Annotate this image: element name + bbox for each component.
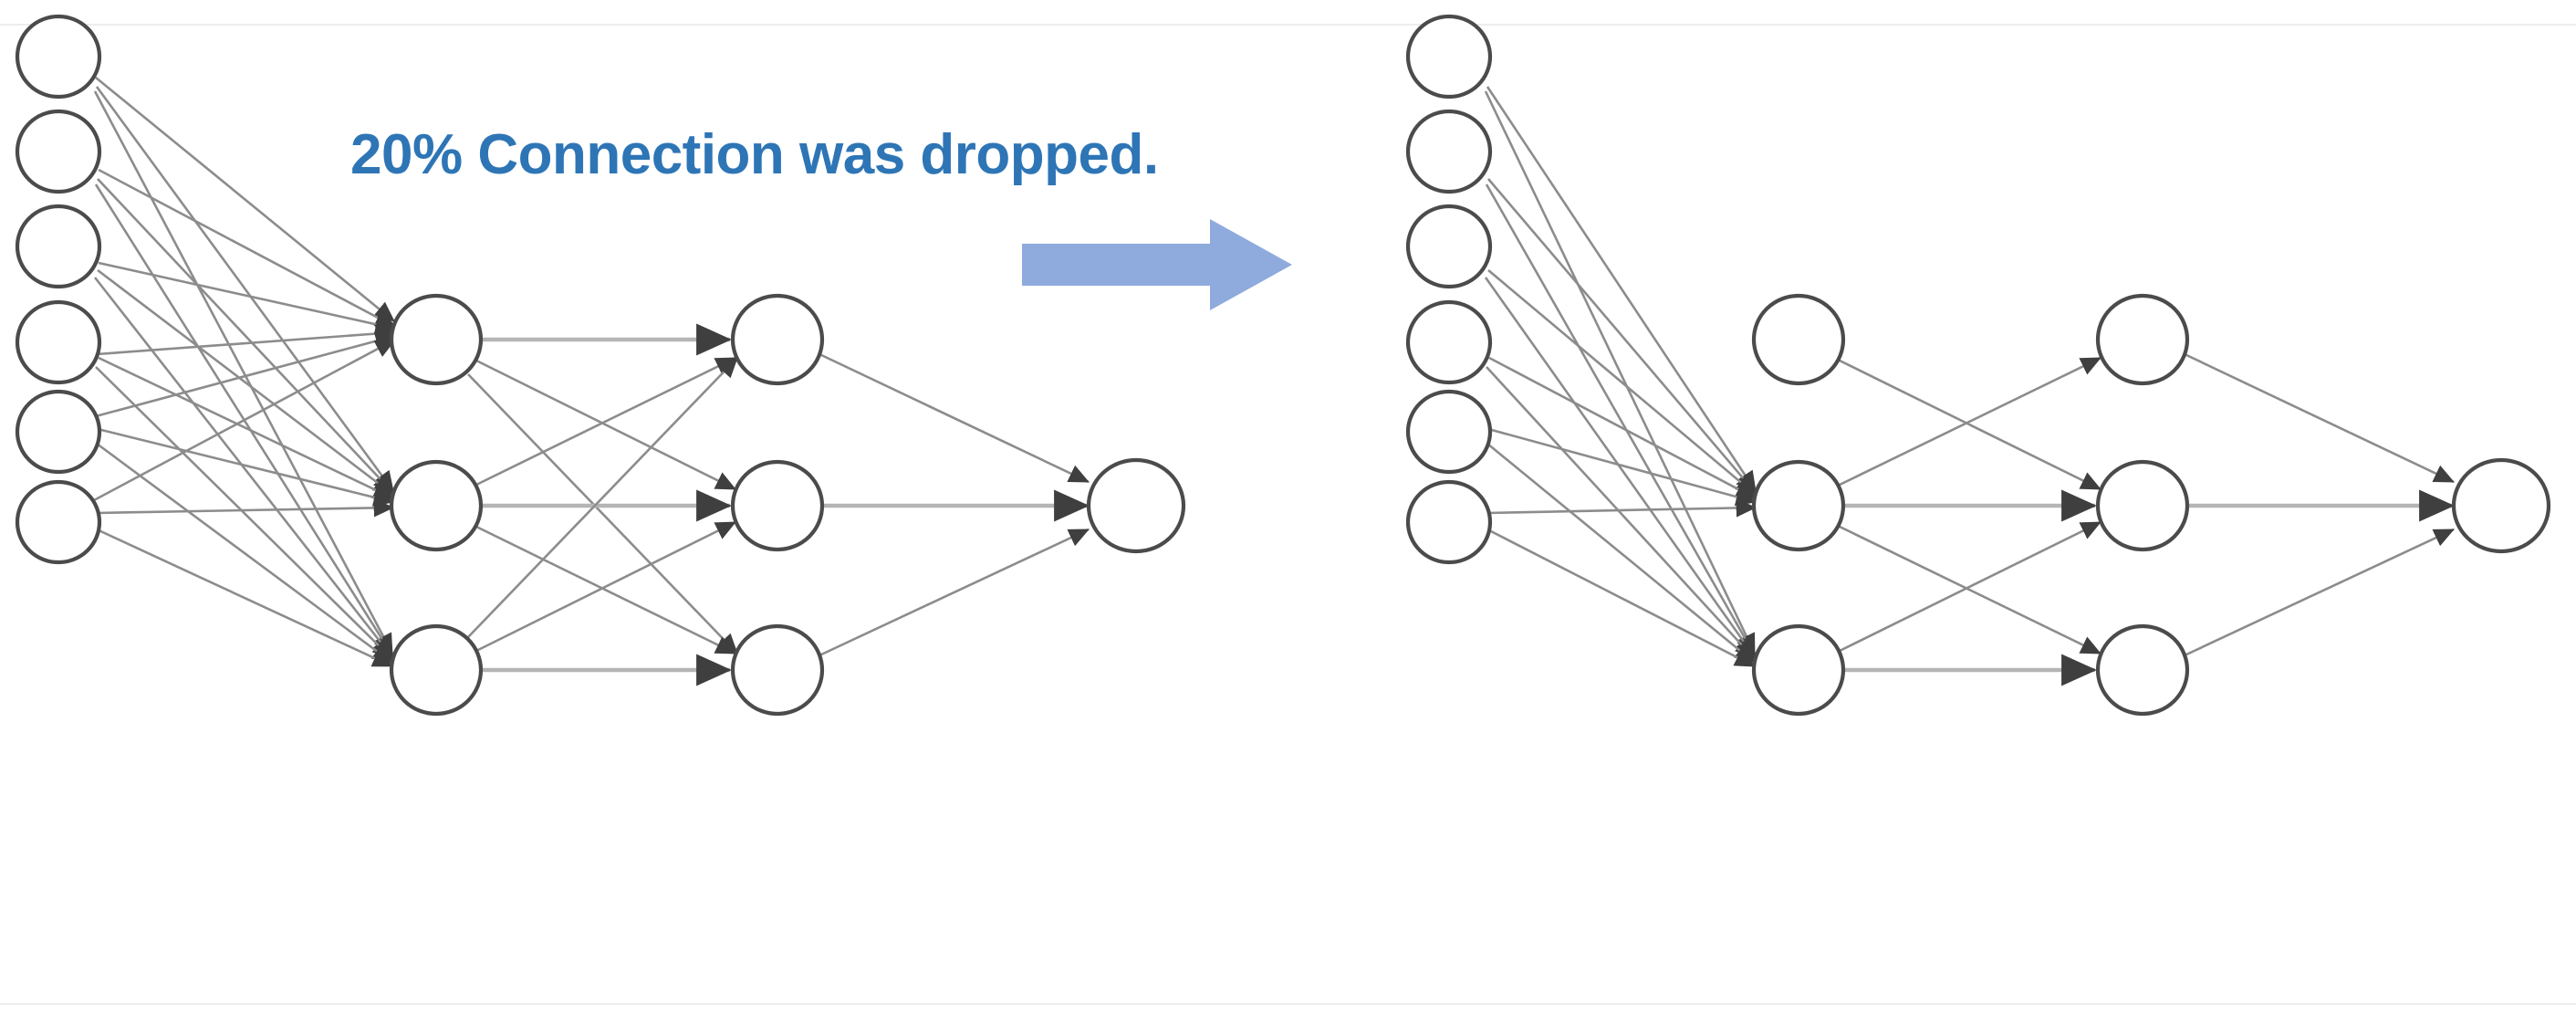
node-input-2[interactable] xyxy=(15,109,102,194)
node-input-3-after[interactable] xyxy=(1405,204,1493,289)
node-input-4[interactable] xyxy=(15,299,102,385)
node-hidden1-1-after-dropped[interactable] xyxy=(1751,293,1846,386)
node-input-1-after[interactable] xyxy=(1405,14,1493,99)
node-hidden2-1[interactable] xyxy=(730,293,825,386)
page-title: 20% Connection was dropped. xyxy=(350,123,1159,186)
node-input-6-after[interactable] xyxy=(1405,479,1493,565)
node-hidden1-2-after[interactable] xyxy=(1751,459,1846,552)
node-input-6[interactable] xyxy=(15,479,102,565)
node-hidden2-1-after-dropped[interactable] xyxy=(2095,293,2190,386)
panel-after-dropout xyxy=(1405,14,2551,717)
node-input-5[interactable] xyxy=(15,389,102,475)
node-input-3[interactable] xyxy=(15,204,102,289)
node-hidden2-3[interactable] xyxy=(730,623,825,717)
edges-hidden1-to-hidden2-after xyxy=(1837,356,2101,686)
node-hidden2-3-after[interactable] xyxy=(2095,623,2190,717)
nodes-after xyxy=(1405,14,2551,717)
node-hidden2-2-after[interactable] xyxy=(2095,459,2190,552)
node-input-5-after[interactable] xyxy=(1405,389,1493,475)
node-input-1[interactable] xyxy=(15,14,102,99)
node-hidden1-2[interactable] xyxy=(389,459,484,552)
right-arrow-icon xyxy=(1022,219,1292,310)
edges-hidden2-to-output-before xyxy=(819,352,1090,657)
edges-hidden1-to-hidden2-before xyxy=(467,323,738,686)
panel-before-dropout xyxy=(15,14,1186,717)
node-hidden1-1[interactable] xyxy=(389,293,484,386)
node-hidden2-2[interactable] xyxy=(730,459,825,552)
node-input-4-after[interactable] xyxy=(1405,299,1493,385)
edges-hidden2-to-output-after xyxy=(2184,352,2455,657)
edges-input-to-hidden1-before xyxy=(93,76,397,668)
node-input-2-after[interactable] xyxy=(1405,109,1493,194)
nodes-before xyxy=(15,14,1186,717)
node-hidden1-3[interactable] xyxy=(389,623,484,717)
edges-input-to-hidden1-after xyxy=(1484,86,1757,668)
node-output-1[interactable] xyxy=(1086,457,1186,554)
node-output-1-after[interactable] xyxy=(2451,457,2551,554)
node-hidden1-3-after[interactable] xyxy=(1751,623,1846,717)
